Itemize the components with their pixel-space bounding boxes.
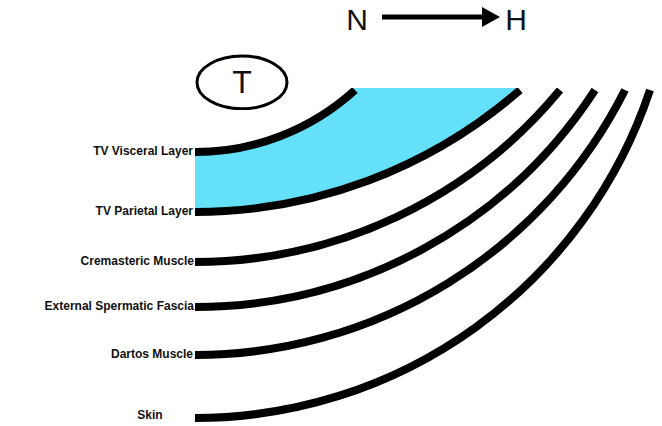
direction-letter: H [505, 3, 527, 36]
ellipse-shape [197, 56, 287, 109]
layer-label: TV Visceral Layer [93, 145, 193, 158]
direction-arrow-shaft [382, 15, 484, 20]
layer-label: TV Parietal Layer [96, 205, 193, 218]
dartos-arc [195, 90, 625, 355]
layer-label: Dartos Muscle [111, 348, 193, 361]
skin-arc [195, 90, 650, 418]
direction-letter: N [346, 3, 368, 36]
layer-label: External Spermatic Fascia [45, 300, 194, 313]
testis-region [195, 88, 355, 152]
layer-label: Skin [137, 409, 162, 422]
direction-arrow-head [482, 7, 500, 27]
fluid-space [195, 88, 520, 212]
cremasteric-arc [195, 90, 560, 262]
layer-label: Cremasteric Muscle [81, 255, 194, 268]
node-letter: T [232, 66, 252, 98]
testis-ellipse: T [195, 54, 289, 111]
